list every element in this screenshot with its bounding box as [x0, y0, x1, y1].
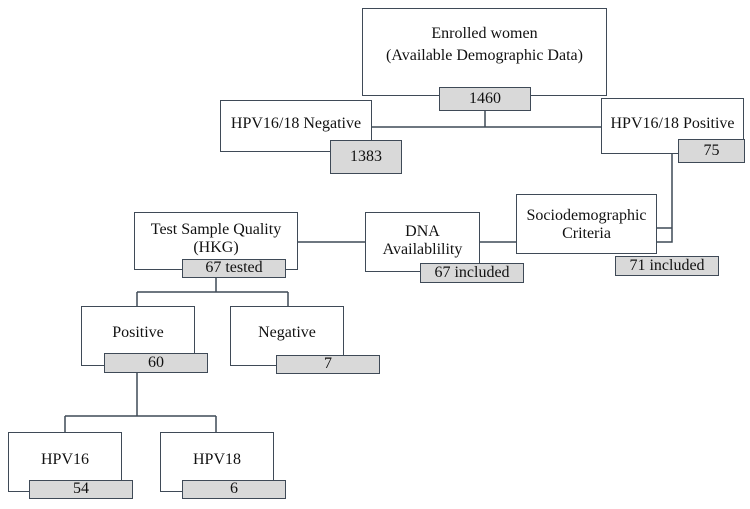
connector-quality-to-results [136, 277, 289, 306]
sociodemographic-count: 71 included [615, 256, 719, 276]
enrolled-women-subtitle: (Available Demographic Data) [386, 47, 583, 64]
sociodemographic-line2: Criteria [562, 225, 611, 242]
hpv16-count: 54 [29, 480, 133, 499]
hpv18-label: HPV18 [192, 451, 241, 468]
hpv-negative-label: HPV16/18 Negative [230, 115, 362, 132]
test-sample-quality-count: 67 tested [182, 259, 286, 278]
dna-availability-count: 67 included [420, 263, 524, 283]
sociodemographic-line1: Sociodemographic [526, 207, 647, 224]
test-sample-quality-line2: (HKG) [193, 239, 239, 256]
hpv18-count: 6 [182, 480, 286, 499]
connector-positive-to-socio [657, 135, 673, 243]
negative-result-count: 7 [276, 355, 380, 374]
dna-availability-line1: DNA [405, 223, 440, 240]
connector-enrolled-split [372, 110, 602, 128]
positive-result-label: Positive [112, 324, 164, 341]
positive-result-count: 60 [104, 353, 208, 373]
hpv-positive-label: HPV16/18 Positive [610, 115, 735, 132]
enrolled-women-count: 1460 [439, 87, 531, 111]
connector-positive-to-types [64, 371, 217, 432]
negative-result-label: Negative [258, 324, 316, 341]
hpv-positive-count: 75 [678, 139, 745, 163]
sociodemographic-box: Sociodemographic Criteria [516, 194, 657, 254]
hpv16-label: HPV16 [40, 451, 89, 468]
hpv-negative-count: 1383 [330, 140, 402, 174]
dna-availability-line2: Availablility [382, 241, 463, 258]
test-sample-quality-line1: Test Sample Quality [150, 221, 282, 238]
enrolled-women-title: Enrolled women [431, 25, 538, 42]
enrolled-women-box: Enrolled women (Available Demographic Da… [362, 8, 607, 96]
